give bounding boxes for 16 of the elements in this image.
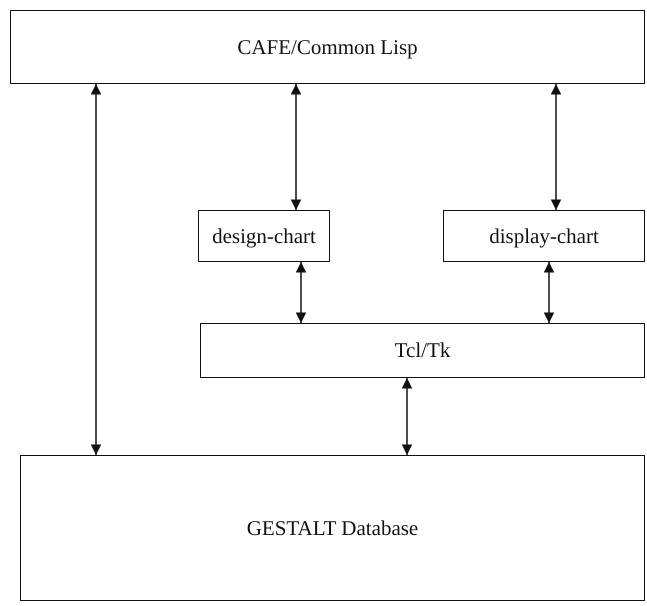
process-box	[200, 323, 645, 378]
process-box	[198, 210, 330, 262]
box-label: design-chart	[212, 224, 316, 248]
box-label: GESTALT Database	[246, 516, 418, 540]
double-arrow	[90, 84, 102, 455]
process-box	[20, 455, 645, 601]
process-box	[443, 210, 645, 262]
double-arrow	[550, 84, 562, 210]
process-box	[10, 10, 645, 84]
box-label: display-chart	[489, 224, 599, 248]
double-arrow	[296, 262, 306, 323]
double-arrow	[290, 84, 302, 210]
double-arrow	[544, 262, 554, 323]
double-arrow	[402, 378, 412, 455]
box-label: Tcl/Tk	[394, 338, 450, 363]
box-label: CAFE/Common Lisp	[237, 34, 418, 60]
